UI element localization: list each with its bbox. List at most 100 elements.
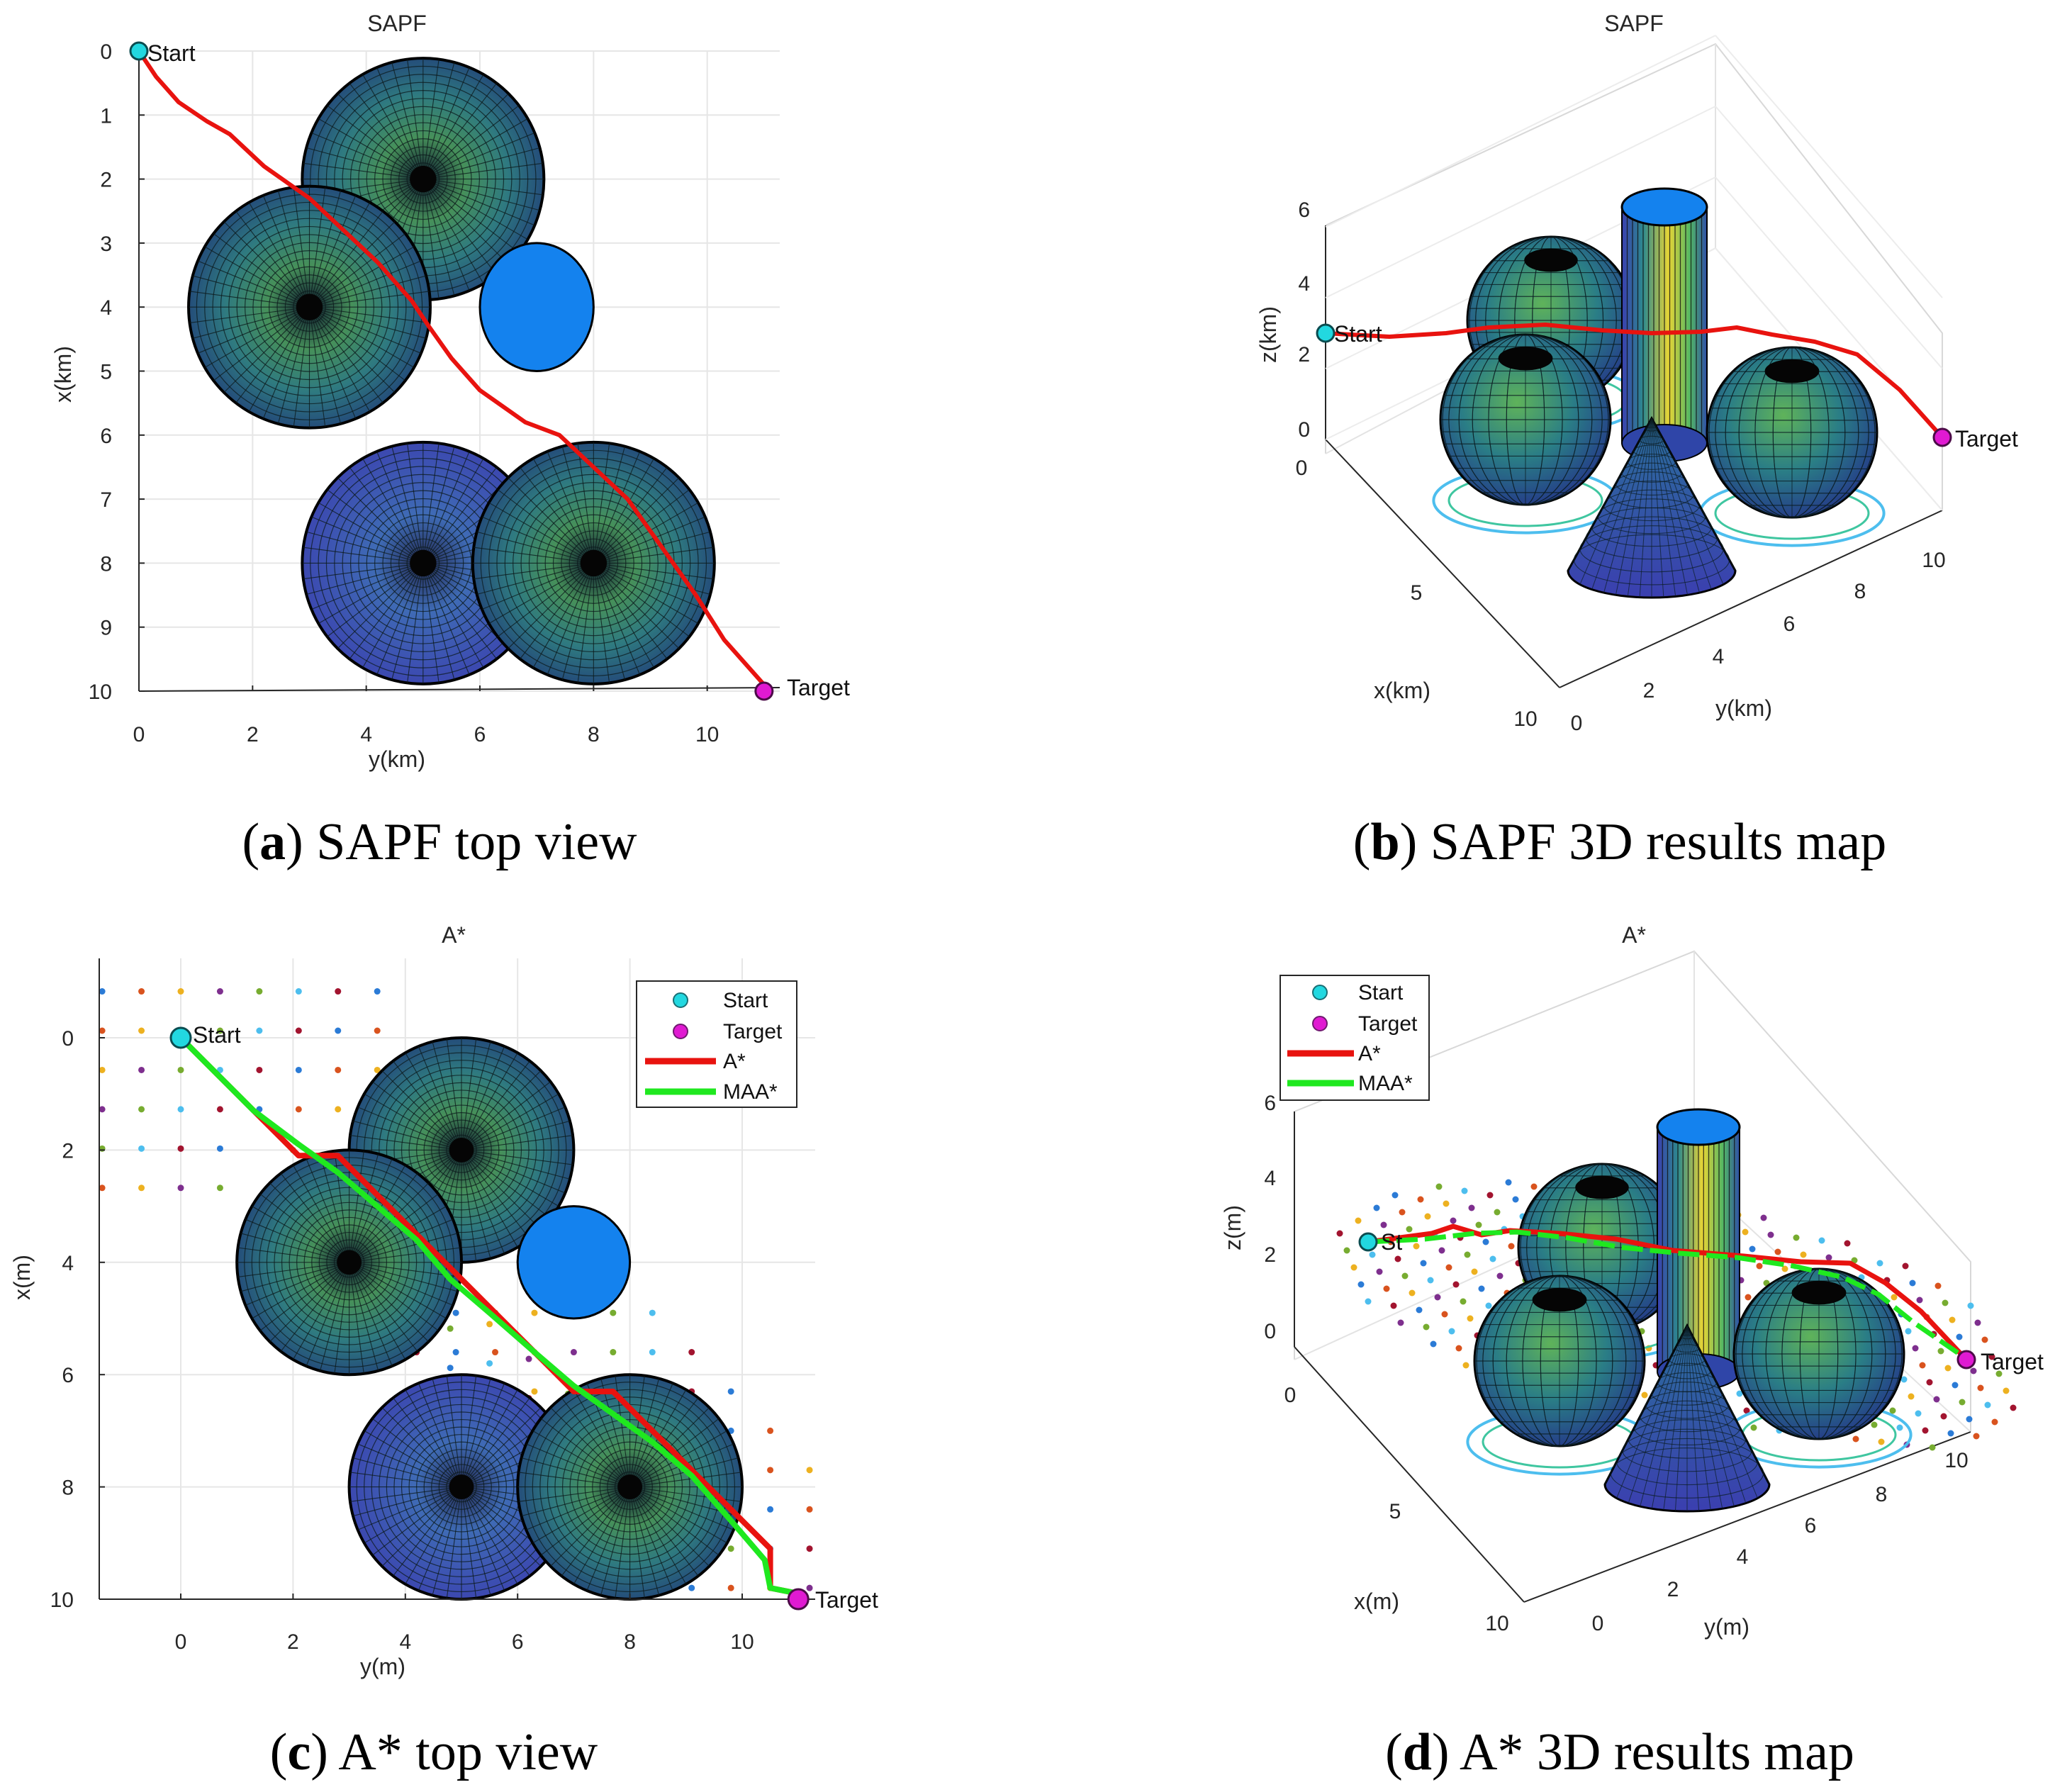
panel-d-node-dot	[1406, 1226, 1413, 1233]
panel-d-node-dot	[1397, 1319, 1404, 1326]
panel-c-node-dot	[452, 1309, 459, 1316]
panel-b-start-label: Start	[1334, 321, 1382, 347]
panel-d-ytick-label: 10	[1944, 1449, 1968, 1472]
panel-d-astar-path	[1367, 1223, 1966, 1359]
panel-d-node-dot	[1413, 1243, 1420, 1250]
panel-d-node-dot	[1435, 1183, 1443, 1190]
panel-d-node-dot	[1336, 1230, 1343, 1237]
panel-c-node-dot	[177, 988, 184, 995]
panel-c-node-dot	[374, 1066, 381, 1073]
panel-d-node-dot	[1876, 1260, 1883, 1267]
panel-a-ytick-label: 0	[100, 40, 112, 64]
panel-b-ztick-label: 4	[1298, 272, 1310, 296]
panel-d-ytick-label: 6	[1805, 1514, 1817, 1538]
panel-b-ztick-label: 6	[1298, 198, 1310, 222]
panel-d-node-dot	[1940, 1413, 1947, 1420]
panel-a-xtick-label: 6	[474, 723, 486, 746]
panel-c-node-dot	[138, 1106, 145, 1113]
panel-c-node-dot	[177, 1185, 184, 1192]
panel-d-node-dot	[1380, 1221, 1387, 1228]
panel-d-node-dot	[1750, 1424, 1757, 1431]
caption-a: (a) SAPF top view	[242, 813, 637, 871]
panel-b-ztick-label: 0	[1298, 418, 1310, 442]
panel-d-node-dot	[1417, 1196, 1424, 1203]
panel-a-sphere	[471, 440, 716, 685]
panel-d-node-dot	[1736, 1390, 1743, 1397]
panel-c-node-dot	[688, 1349, 695, 1356]
panel-a-x-axis-line	[138, 687, 780, 692]
panel-d-xtick-label: 10	[1485, 1612, 1508, 1635]
panel-d-xlabel: x(m)	[1354, 1589, 1399, 1614]
panel-d-node-dot	[1376, 1268, 1383, 1275]
panel-a-ytick-label: 9	[100, 617, 112, 640]
panel-c-node-dot	[138, 1185, 145, 1192]
panel-c-node-dot	[99, 1106, 106, 1113]
panel-c-node-dot	[216, 1145, 223, 1152]
panel-d-node-dot	[1401, 1272, 1409, 1279]
panel-c-node-dot	[649, 1349, 656, 1356]
panel-b-xtick-label: 10	[1513, 707, 1537, 731]
panel-b-ytick-label: 6	[1784, 612, 1796, 636]
panel-c-node-dot	[806, 1506, 813, 1513]
panel-c-node-dot	[767, 1467, 774, 1474]
panel-d-node-dot	[1383, 1285, 1390, 1292]
legend-d-maastar-label: MAA*	[1358, 1072, 1413, 1095]
panel-b-cylinder	[1620, 187, 1708, 462]
panel-c-node-dot	[99, 1066, 106, 1073]
panel-b-sapf-path	[1325, 323, 1944, 439]
panel-c-node-dot	[610, 1309, 617, 1316]
panel-b-cone	[1567, 415, 1737, 599]
panel-d-node-dot	[1959, 1399, 1966, 1406]
panel-a-ytick-label: 3	[100, 233, 112, 256]
legend-d-astar-label: A*	[1358, 1042, 1381, 1065]
panel-b-zgrid	[1325, 106, 1716, 298]
legend-start-marker	[673, 992, 688, 1008]
panel-b-ztick-label: 2	[1298, 343, 1310, 366]
panel-d-ztick-label: 6	[1264, 1092, 1276, 1115]
panel-b-start-marker	[1316, 323, 1336, 343]
panel-b-target-label: Target	[1955, 426, 2018, 452]
panel-d-node-dot	[2010, 1404, 2017, 1411]
panel-b-target-marker	[1932, 427, 1952, 447]
panel-d-node-dot	[1933, 1396, 1940, 1403]
panel-d-node-dot	[1991, 1418, 1998, 1426]
panel-d-node-dot	[1800, 1251, 1807, 1258]
panel-c-node-dot	[806, 1584, 813, 1591]
panel-a-path	[137, 50, 766, 686]
panel-c-node-dot	[727, 1545, 734, 1552]
panel-a-xtick-label: 4	[360, 723, 372, 746]
panel-d-node-dot	[1420, 1260, 1427, 1267]
panel-d-node-dot	[1409, 1289, 1416, 1297]
panel-d-zlabel: z(m)	[1220, 1205, 1245, 1250]
panel-c-node-dot	[295, 1106, 302, 1113]
panel-d-node-dot	[1423, 1323, 1430, 1331]
panel-c-node-dot	[177, 1145, 184, 1152]
panel-c-node-dot	[335, 1027, 342, 1034]
panel-c-ytick-label: 8	[62, 1477, 74, 1500]
panel-d-node-dot	[1937, 1348, 1944, 1355]
panel-c-node-dot	[688, 1584, 695, 1591]
panel-b-xlabel: x(km)	[1374, 678, 1430, 703]
panel-b-ytick-label: 4	[1713, 645, 1725, 668]
panel-d-ztick-label: 0	[1264, 1320, 1276, 1343]
panel-b-sphere-left	[1432, 333, 1619, 534]
panel-d-node-dot	[1988, 1353, 1995, 1360]
panel-d-node-dot	[1424, 1213, 1431, 1220]
panel-c-node-dot	[138, 1027, 145, 1034]
panel-c-target-marker	[787, 1588, 810, 1611]
panel-d-node-dot	[1355, 1217, 1362, 1224]
panel-d-node-dot	[1902, 1262, 1909, 1270]
panel-d-node-dot	[1430, 1340, 1437, 1348]
caption-c-text: A* top view	[328, 1723, 598, 1781]
panel-d-node-dot	[1912, 1345, 1919, 1352]
panel-d-node-dot	[1984, 1401, 1991, 1409]
caption-c: (c) A* top view	[270, 1723, 598, 1781]
panel-c-node-dot	[767, 1427, 774, 1434]
panel-d-title: A*	[1622, 922, 1646, 948]
panel-d-node-dot	[1878, 1438, 1885, 1445]
caption-d-letter: d	[1403, 1723, 1432, 1781]
panel-d-target-marker	[1956, 1350, 1976, 1370]
